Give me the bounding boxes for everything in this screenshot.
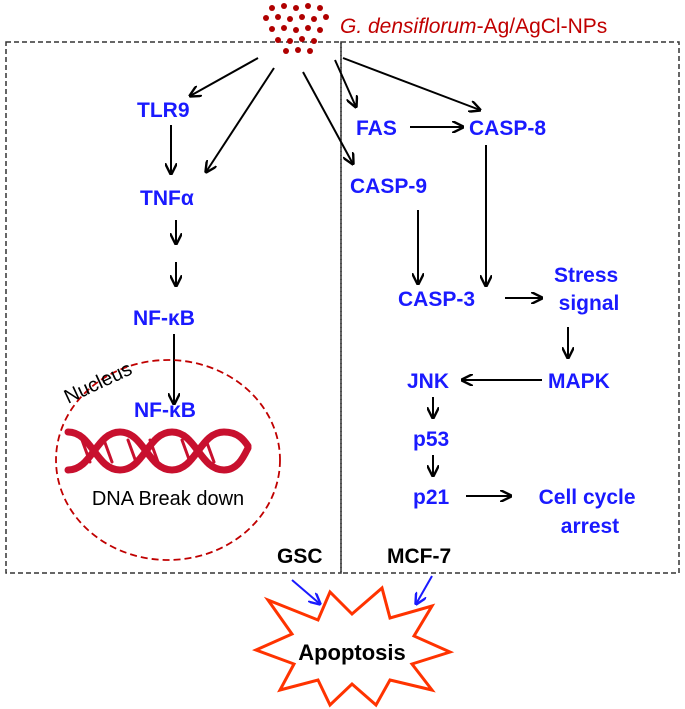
dna-label: DNA Break down	[92, 488, 244, 510]
cell-mcf7: MCF-7	[387, 545, 451, 568]
title-species: G. densiflorum	[340, 15, 477, 38]
node-nfkb: NF-κB	[133, 307, 195, 330]
node-casp8: CASP-8	[469, 117, 546, 140]
nucleus-boundary	[55, 359, 281, 561]
arrow-mcf7-apoptosis	[416, 575, 433, 604]
node-jnk: JNK	[407, 370, 449, 393]
stress-line2: signal	[559, 292, 620, 315]
right-panel-box	[340, 41, 680, 574]
stress-line1: Stress	[554, 264, 618, 287]
cellcycle-line1: Cell cycle	[539, 486, 636, 509]
title-suffix: -Ag/AgCl-NPs	[477, 15, 608, 38]
arrow-np-casp8	[342, 57, 480, 110]
nucleus-label: Nucleus	[61, 358, 136, 408]
node-cell-cycle-arrest: Cell cycle arrest	[539, 486, 642, 538]
node-tlr9: TLR9	[137, 99, 190, 122]
burst-icon	[252, 585, 455, 708]
pathway-arrows	[171, 57, 568, 496]
cell-gsc: GSC	[277, 545, 323, 568]
nanoparticle-dots-icon	[263, 3, 329, 54]
arrow-np-fas	[334, 59, 356, 107]
node-p21: p21	[413, 486, 450, 509]
arrow-np-tnfa	[206, 67, 275, 172]
node-nfkb-nucleus: NF-κB	[134, 399, 196, 422]
node-fas: FAS	[356, 117, 397, 140]
node-p53: p53	[413, 428, 449, 451]
node-casp9: CASP-9	[350, 175, 427, 198]
node-mapk: MAPK	[548, 370, 610, 393]
arrow-gsc-apoptosis	[291, 579, 320, 604]
outcome-apoptosis: Apoptosis	[298, 640, 406, 665]
nanoparticle-title: G. densiflorum-Ag/AgCl-NPs	[340, 15, 607, 38]
node-tnfa: TNFα	[140, 187, 194, 210]
node-stress-signal: Stress signal	[554, 264, 624, 315]
cellcycle-line2: arrest	[561, 515, 619, 538]
node-casp3: CASP-3	[398, 288, 475, 311]
arrow-np-tlr9	[190, 57, 259, 96]
arrow-np-casp9	[302, 71, 353, 164]
dna-helix-icon	[64, 428, 252, 474]
